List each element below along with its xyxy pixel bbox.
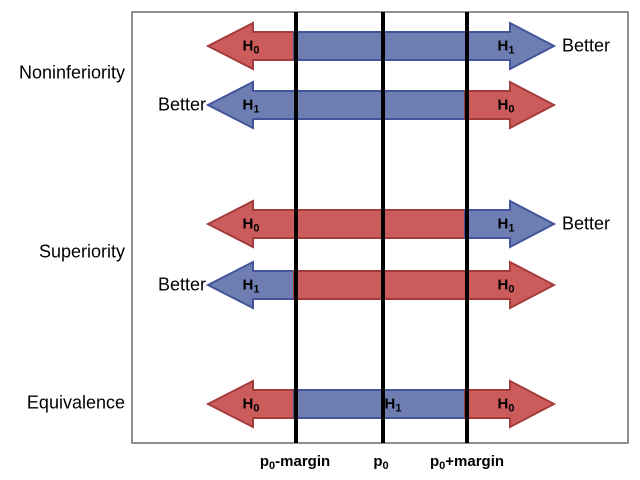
- h0-sub: 0: [253, 402, 260, 415]
- h0-label: H0: [497, 395, 515, 415]
- h1-label: H1: [242, 96, 260, 116]
- h0-sub: 0: [508, 402, 515, 415]
- superiority-row2-h0-arrow: [293, 260, 557, 310]
- h0-label: H0: [242, 395, 260, 415]
- h1-sub: 1: [253, 283, 260, 296]
- better-label-right: Better: [562, 213, 611, 234]
- tick-suffix: -margin: [275, 453, 331, 470]
- h1-sub: 1: [508, 44, 515, 57]
- h1-label: H1: [497, 37, 515, 57]
- tick-sub: 0: [382, 460, 389, 472]
- tick-label-p0-plus-margin: p0+margin: [429, 453, 505, 472]
- h0-base: H: [242, 395, 254, 413]
- h1-base: H: [384, 395, 396, 413]
- tick-base: p: [429, 453, 440, 470]
- row-group-label-noninferiority: Noninferiority: [18, 62, 125, 83]
- h0-sub: 0: [253, 44, 260, 57]
- h0-label: H0: [242, 37, 260, 57]
- h0-label: H0: [497, 96, 515, 116]
- h1-base: H: [497, 215, 509, 233]
- h1-label: H1: [384, 395, 402, 415]
- h1-sub: 1: [395, 402, 402, 415]
- h1-base: H: [242, 96, 254, 114]
- h0-base: H: [497, 395, 509, 413]
- row-group-label-superiority: Superiority: [38, 241, 125, 262]
- h0-sub: 0: [508, 103, 515, 116]
- row-group-label-equivalence: Equivalence: [26, 392, 125, 413]
- h0-base: H: [497, 96, 509, 114]
- noninferiority-row1-h1-arrow: [293, 21, 557, 71]
- h0-base: H: [242, 215, 254, 233]
- h0-base: H: [242, 37, 254, 55]
- h0-base: H: [497, 276, 509, 294]
- h1-label: H1: [242, 276, 260, 296]
- h0-label: H0: [242, 215, 260, 235]
- better-label-left: Better: [157, 94, 206, 115]
- tick-base: p: [373, 453, 383, 470]
- h0-label: H0: [497, 276, 515, 296]
- tick-label-p0-minus-margin: p0-margin: [259, 453, 331, 472]
- better-label-left: Better: [157, 274, 206, 295]
- h1-base: H: [497, 37, 509, 55]
- h0-sub: 0: [253, 222, 260, 235]
- tick-sub: 0: [269, 460, 276, 472]
- tick-base: p: [259, 453, 270, 470]
- tick-sub: 0: [439, 460, 446, 472]
- h1-label: H1: [497, 215, 515, 235]
- tick-suffix: +margin: [445, 453, 505, 470]
- h1-sub: 1: [508, 222, 515, 235]
- h1-base: H: [242, 276, 254, 294]
- better-label-right: Better: [562, 35, 611, 56]
- h1-sub: 1: [253, 103, 260, 116]
- h0-sub: 0: [508, 283, 515, 296]
- tick-label-p0: p0: [373, 453, 389, 472]
